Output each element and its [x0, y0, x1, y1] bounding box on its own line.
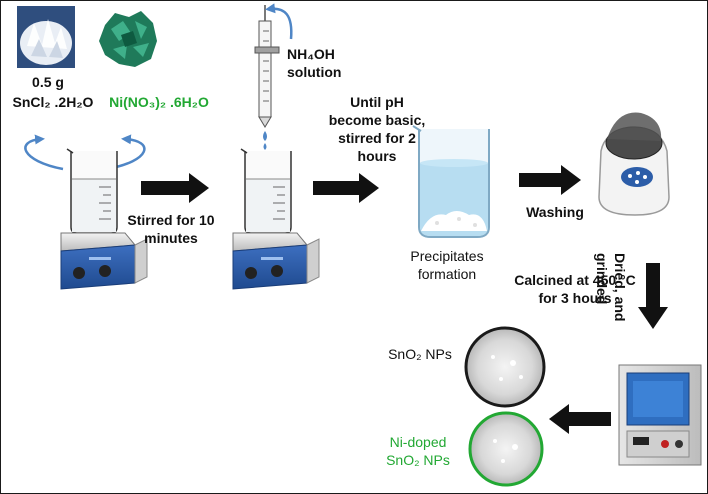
sn-formula-label: SnCl₂ .2H₂O — [12, 94, 94, 110]
nanoparticle-dish-icon — [464, 326, 546, 408]
burette-icon — [254, 3, 293, 150]
calcined-step-label: Calcined at 450 °C for 3 hours — [514, 272, 636, 306]
process-arrow-icon — [549, 404, 611, 434]
hotplate-stirrer-icon — [232, 232, 320, 290]
until-ph-step-label: Until pH become basic, stirred for 2 hou… — [328, 94, 426, 164]
precipitate-beaker-icon — [412, 125, 490, 238]
process-arrow-icon — [638, 263, 668, 329]
stirred-step-label: Stirred for 10 minutes — [127, 212, 215, 246]
sncl2-crystals-photo — [17, 6, 75, 68]
nanoparticle-dish-icon — [468, 411, 544, 487]
process-arrow-icon — [141, 173, 209, 203]
beaker-icon — [66, 148, 118, 234]
process-arrow-icon — [519, 165, 581, 195]
nh4oh-reagent-label: NH₄OH solution — [287, 46, 342, 80]
process-arrow-icon — [313, 173, 379, 203]
beaker-icon — [240, 148, 292, 234]
nickel-nitrate-crystals-photo — [99, 11, 157, 67]
precipitates-step-label: Precipitates formation — [410, 248, 484, 282]
centrifuge-icon — [598, 112, 670, 216]
swirl-arrow-icon — [24, 134, 146, 171]
hotplate-stirrer-icon — [60, 232, 148, 290]
sn-mass-label: 0.5 g — [32, 74, 64, 90]
sno2-product-label: SnO₂ NPs — [388, 346, 452, 362]
furnace-icon — [618, 364, 702, 466]
ni-formula-label: Ni(NO₃)₂ .6H₂O — [109, 94, 209, 110]
washing-step-label: Washing — [526, 204, 584, 220]
ni-doped-product-label: Ni-doped SnO₂ NPs — [386, 434, 450, 468]
